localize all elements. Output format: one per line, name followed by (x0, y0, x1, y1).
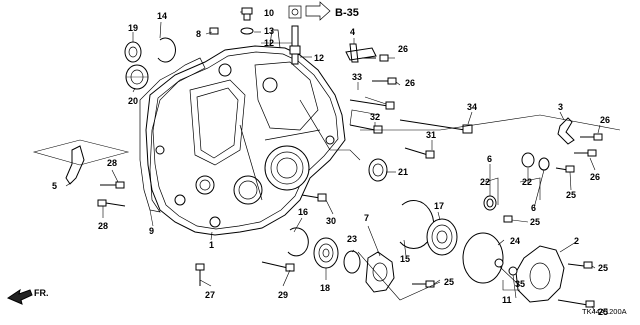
callout-25-c: 25 (444, 277, 454, 287)
front-direction-arrow: FR. (6, 288, 49, 305)
callout-23: 23 (347, 234, 357, 244)
callout-30: 30 (326, 216, 336, 226)
bolt-34 (399, 119, 473, 134)
bearing-17 (426, 218, 458, 256)
callout-35: 35 (515, 279, 525, 289)
callout-15: 15 (400, 254, 410, 264)
callout-1: 1 (209, 240, 214, 250)
callout-6-b: 6 (531, 203, 536, 213)
bracket-5 (65, 145, 85, 185)
o-ring-6-b (538, 157, 550, 171)
dowel-11 (508, 266, 518, 276)
case-gasket (139, 57, 206, 213)
drain-plug-10 (241, 7, 253, 21)
callout-20: 20 (128, 96, 138, 106)
callout-26-c: 26 (600, 115, 610, 125)
callout-25-d: 25 (598, 263, 608, 273)
callout-26-a: 26 (398, 44, 408, 54)
bolt-26-b (372, 77, 397, 85)
callout-25-e: 25 (598, 307, 608, 317)
callout-5: 5 (52, 181, 57, 191)
sensor-12 (289, 25, 301, 65)
ref-gear-icon (288, 5, 302, 19)
callout-25-b: 25 (566, 190, 576, 200)
callout-19: 19 (128, 23, 138, 33)
callout-31: 31 (426, 130, 436, 140)
callout-3: 3 (558, 102, 563, 112)
callouts: 10 13 12 12 8 14 19 20 4 26 26 33 32 34 … (52, 8, 610, 317)
cover-2 (515, 245, 565, 303)
callout-6-a: 6 (487, 154, 492, 164)
bolt-25-d (567, 261, 593, 269)
callout-10: 10 (264, 8, 274, 18)
callout-14: 14 (157, 11, 167, 21)
washer-13 (240, 27, 254, 35)
callout-2: 2 (574, 236, 579, 246)
bolt-31 (404, 147, 435, 159)
dowel-35 (494, 258, 504, 268)
bearing-18 (313, 237, 339, 269)
bolt-28-b (97, 199, 126, 207)
callout-25-a: 25 (530, 217, 540, 227)
bracket-4 (345, 43, 377, 63)
bracket-3 (557, 117, 575, 145)
bearing-20 (125, 64, 149, 90)
drawing-code: TK44A1200A (582, 307, 627, 316)
callout-27: 27 (205, 290, 215, 300)
transmission-case (145, 29, 346, 236)
o-ring-6-a (486, 198, 494, 208)
callout-7: 7 (364, 213, 369, 223)
snap-ring-16 (287, 227, 309, 257)
bolt-25-e (557, 299, 595, 308)
o-ring-22-b (521, 152, 535, 168)
leader-lines (32, 11, 621, 313)
bolt-28-a (100, 181, 125, 189)
o-ring-23 (343, 250, 361, 274)
bolt-25-b (555, 165, 575, 173)
seal-21 (368, 158, 388, 182)
callout-33: 33 (352, 72, 362, 82)
clip-8 (209, 27, 219, 35)
bolt-32 (349, 124, 383, 134)
callout-16: 16 (298, 207, 308, 217)
bolt-27 (195, 263, 205, 286)
bolt-30 (301, 193, 327, 202)
callout-32: 32 (370, 112, 380, 122)
callout-8: 8 (196, 29, 201, 39)
callout-24: 24 (510, 236, 520, 246)
bolt-33 (349, 99, 395, 110)
callout-21: 21 (398, 167, 408, 177)
snap-ring-14 (157, 37, 176, 63)
ref-label: B-35 (335, 7, 359, 19)
callout-9: 9 (149, 226, 154, 236)
callout-12-a: 12 (264, 38, 274, 48)
bolt-25-a (503, 215, 513, 223)
o-ring-22-a (483, 195, 497, 211)
callout-34: 34 (467, 102, 477, 112)
callout-22-a: 22 (480, 177, 490, 187)
callout-4: 4 (350, 27, 355, 37)
callout-29: 29 (278, 290, 288, 300)
callout-28-a: 28 (107, 158, 117, 168)
o-ring-24 (462, 232, 504, 284)
callout-12-b: 12 (314, 53, 324, 63)
bolt-26-c (580, 133, 603, 141)
callout-13: 13 (264, 26, 274, 36)
callout-11: 11 (502, 295, 512, 305)
direction-label: FR. (34, 288, 49, 298)
bearing-19 (124, 41, 142, 63)
ref-arrow: B-35 (305, 1, 359, 21)
callout-18: 18 (320, 283, 330, 293)
cover-7 (365, 251, 395, 293)
callout-26-d: 26 (590, 172, 600, 182)
bolt-26-d (574, 149, 597, 157)
callout-28-b: 28 (98, 221, 108, 231)
bolt-29 (261, 261, 295, 272)
callout-26-b: 26 (405, 78, 415, 88)
callout-17: 17 (434, 201, 444, 211)
callout-22-b: 22 (522, 177, 532, 187)
